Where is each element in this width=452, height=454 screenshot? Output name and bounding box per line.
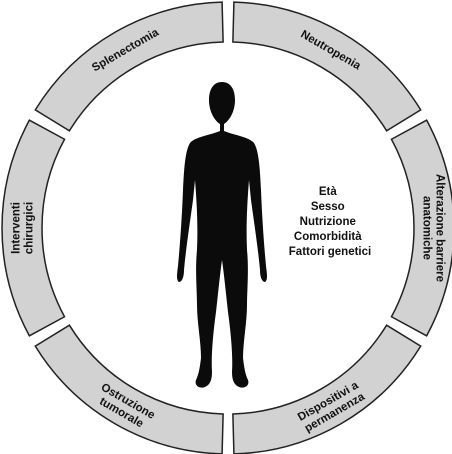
segment-label-line: Alterazione barriere xyxy=(434,174,446,282)
center-factor-eta: Età xyxy=(319,186,338,198)
ring-segment-splenectomia xyxy=(34,1,224,132)
ring-segment-alterazione xyxy=(390,119,452,337)
segment-label-interventi: Interventichirurgici xyxy=(11,202,36,254)
ring-segment-ostruzione xyxy=(34,324,224,454)
center-factor-comorbidita: Comorbidità xyxy=(294,231,362,243)
segment-label-line: anatomiche xyxy=(421,196,433,260)
ring-segment-interventi xyxy=(1,119,66,337)
center-factor-genetici: Fattori genetici xyxy=(289,246,371,258)
ring-segment-neutropenia xyxy=(232,1,422,132)
ring-segment-dispositivi xyxy=(232,324,422,454)
human-silhouette xyxy=(177,82,267,388)
segment-label-line: Interventi xyxy=(11,202,23,254)
segment-label-line: chirurgici xyxy=(24,202,36,254)
center-factors-list: Età Sesso Nutrizione Comorbidità Fattori… xyxy=(289,182,371,258)
center-factor-sesso: Sesso xyxy=(311,201,345,213)
center-factor-nutrizione: Nutrizione xyxy=(300,216,356,228)
segment-label-alterazione: Alterazione barriereanatomiche xyxy=(421,174,446,282)
